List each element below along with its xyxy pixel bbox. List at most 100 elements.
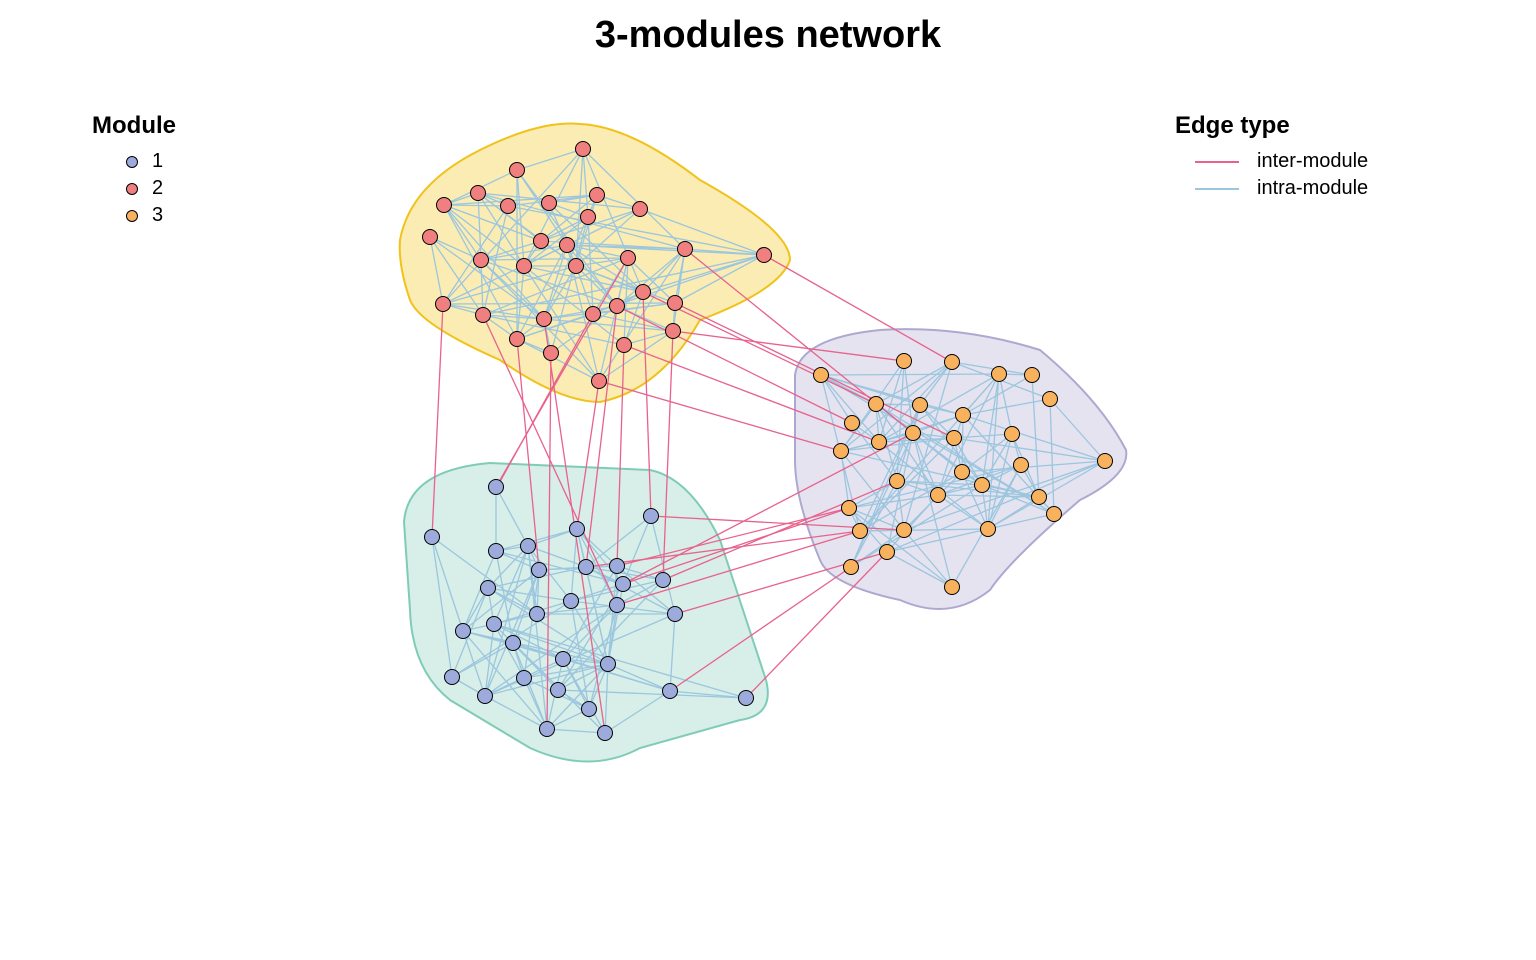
- module-2-node: [677, 241, 693, 257]
- intra-module-edge: [484, 623, 495, 697]
- intra-module-edge: [462, 569, 540, 632]
- module-3-node: [843, 559, 859, 575]
- intra-module-edge: [482, 205, 509, 316]
- intra-module-edge: [623, 330, 674, 346]
- inter-module-edge: [616, 305, 853, 424]
- module-3-node: [955, 407, 971, 423]
- intra-module-edge: [557, 579, 664, 691]
- module-1-node: [615, 576, 631, 592]
- intra-module-edge: [443, 204, 482, 261]
- module-1-node: [424, 529, 440, 545]
- intra-module-edge: [487, 587, 572, 602]
- intra-module-edge: [848, 464, 1022, 509]
- intra-module-edge: [896, 480, 983, 486]
- intra-module-edge: [962, 398, 1051, 416]
- intra-module-edge: [850, 480, 898, 568]
- intra-module-edge: [442, 244, 568, 305]
- intra-module-edge: [516, 148, 584, 171]
- module-1-node: [581, 701, 597, 717]
- intra-module-edge: [480, 259, 618, 307]
- inter-module-line-swatch: [1195, 160, 1239, 163]
- module-2-node: [473, 252, 489, 268]
- inter-module-edge: [622, 507, 850, 585]
- inter-module-edge: [431, 303, 444, 538]
- intra-module-edge: [669, 613, 676, 692]
- intra-module-edge: [896, 480, 905, 531]
- intra-module-edge: [566, 244, 618, 307]
- intra-module-edge: [607, 604, 618, 665]
- module-3-node: [974, 477, 990, 493]
- module-3-node: [980, 521, 996, 537]
- module-legend-item-2: 2: [92, 175, 176, 202]
- intra-module-edge: [840, 450, 850, 509]
- module-1-node: [609, 558, 625, 574]
- intra-module-edge: [442, 265, 577, 305]
- intra-module-edge: [540, 208, 641, 242]
- module-1-node: [569, 521, 585, 537]
- intra-module-edge: [523, 265, 625, 346]
- module-2-node: [509, 331, 525, 347]
- intra-module-edge: [523, 569, 540, 679]
- module-1-node: [455, 623, 471, 639]
- intra-module-edge: [523, 677, 548, 730]
- intra-module-edge: [443, 204, 525, 267]
- module-2-node: [575, 141, 591, 157]
- intra-module-edge: [616, 565, 664, 581]
- intra-module-edge: [582, 148, 686, 250]
- module-3-node: [896, 522, 912, 538]
- intra-module-edge: [598, 330, 674, 382]
- module-2-node: [516, 258, 532, 274]
- intra-module-edge: [684, 248, 765, 256]
- module-3-node: [1097, 453, 1113, 469]
- module-3-node: [889, 473, 905, 489]
- inter-module-edge: [642, 291, 652, 517]
- module-1-node: [531, 562, 547, 578]
- intra-module-edge: [903, 529, 953, 588]
- intra-module-edge: [953, 433, 1013, 439]
- intra-module-edge: [523, 265, 600, 382]
- inter-module-edge: [642, 291, 877, 405]
- module-1-node: [486, 616, 502, 632]
- intra-module-edge: [987, 433, 1013, 530]
- intra-module-edge: [480, 257, 629, 261]
- intra-module-edge: [480, 259, 484, 316]
- module-2-node: [509, 162, 525, 178]
- intra-module-edge: [886, 494, 939, 553]
- intra-module-edge: [886, 432, 914, 553]
- intra-module-edge: [962, 414, 1106, 462]
- module-2-node: [591, 373, 607, 389]
- intra-module-edge: [566, 244, 629, 259]
- intra-module-edge: [937, 414, 964, 496]
- intra-module-edge: [462, 587, 489, 632]
- module-3-node: [833, 443, 849, 459]
- module-1-node: [597, 725, 613, 741]
- module-3-node: [1042, 391, 1058, 407]
- intra-module-edge: [523, 663, 609, 679]
- intra-module-edge: [507, 205, 765, 256]
- module-1-node: [520, 538, 536, 554]
- module-legend-item-1: 1: [92, 148, 176, 175]
- module-legend-item-3: 3: [92, 202, 176, 229]
- module-2-node: [616, 337, 632, 353]
- intra-module-edge: [566, 244, 765, 256]
- module-2-node: [543, 345, 559, 361]
- module-3-node: [944, 354, 960, 370]
- intra-module-edge: [482, 314, 545, 320]
- intra-module-edge: [669, 690, 747, 699]
- intra-module-edge: [575, 148, 584, 267]
- module-3-node: [844, 415, 860, 431]
- module-1-node: [488, 543, 504, 559]
- intra-module-edge: [487, 587, 538, 615]
- intra-module-edge: [431, 536, 464, 632]
- intra-module-edge: [592, 302, 676, 315]
- inter-module-edge: [616, 507, 850, 567]
- inter-module-edge: [623, 344, 880, 443]
- intra-module-edge: [851, 422, 898, 482]
- intra-module-edge: [981, 484, 1055, 515]
- module-2-node: [589, 187, 605, 203]
- intra-module-edge: [840, 361, 953, 452]
- intra-module-edge: [484, 613, 676, 697]
- module-3-node: [1004, 426, 1020, 442]
- intra-module-edge: [607, 663, 671, 692]
